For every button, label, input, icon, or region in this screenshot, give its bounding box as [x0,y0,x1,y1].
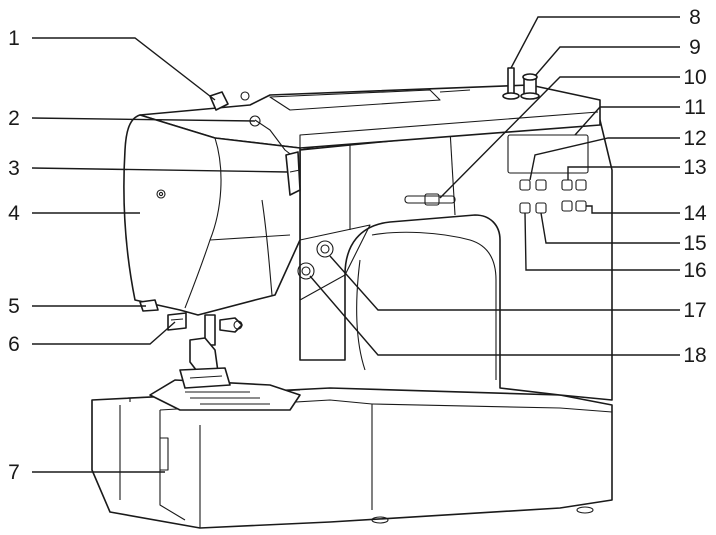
label-7: 7 [8,461,20,484]
label-9: 9 [689,36,701,59]
label-12: 12 [683,127,706,150]
needle-area [139,299,243,389]
label-5: 5 [8,295,20,318]
label-11: 11 [684,96,706,119]
machine-pillar [299,119,613,401]
label-2: 2 [8,107,20,130]
label-14: 14 [683,202,707,225]
label-18: 18 [683,344,706,367]
take-up-lever [285,151,301,196]
machine-base [91,387,613,529]
label-6: 6 [8,333,20,356]
machine-head [123,114,301,316]
label-13: 13 [683,156,706,179]
label-1: 1 [8,27,20,50]
top-thread-guides [209,91,261,127]
spool-pins [502,67,540,100]
callout-labels: 1 2 3 4 5 6 7 8 9 10 11 12 13 14 15 16 1… [8,6,707,484]
sewing-machine-illustration [91,67,613,529]
label-17: 17 [683,299,706,322]
label-15: 15 [683,232,706,255]
label-10: 10 [683,66,706,89]
control-panel-lower [297,224,371,301]
label-16: 16 [683,259,706,282]
callout-lines [31,16,680,473]
label-4: 4 [8,202,20,225]
speed-slider [404,193,456,206]
label-8: 8 [689,6,701,29]
label-3: 3 [8,157,20,180]
